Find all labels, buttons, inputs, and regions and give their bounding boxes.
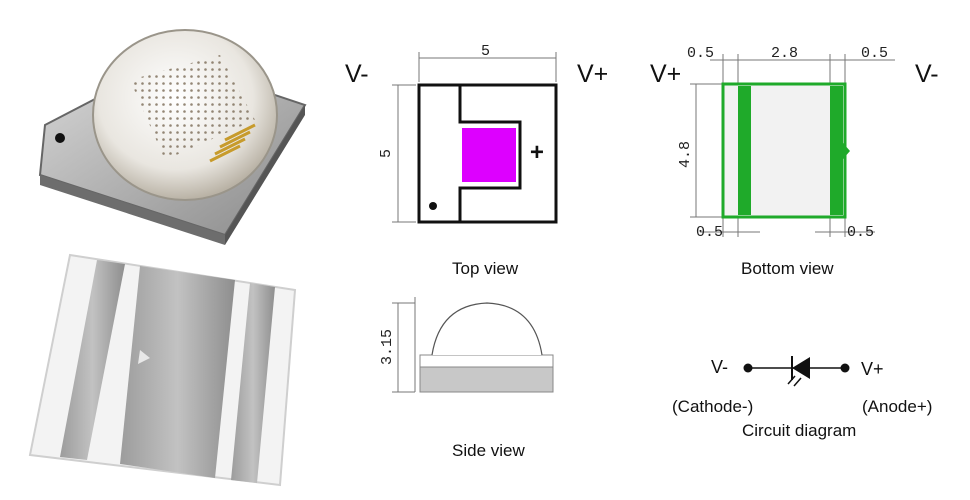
top-view-left-polarity: V- bbox=[345, 60, 369, 88]
top-view-plus-mark: + bbox=[530, 141, 544, 168]
circuit-anode-label: (Anode+) bbox=[862, 397, 933, 416]
bottom-view-drawing: 0.5 2.8 0.5 4.8 0.5 0.5 bbox=[677, 45, 895, 241]
bottom-view-right-polarity: V- bbox=[915, 60, 939, 88]
side-view-height-dim: 3.15 bbox=[379, 329, 396, 365]
circuit-right-terminal: V+ bbox=[861, 359, 884, 379]
top-view-drawing: 5 5 + bbox=[378, 43, 558, 224]
circuit-left-terminal: V- bbox=[711, 357, 729, 377]
led-top-photo bbox=[20, 10, 320, 245]
circuit-cathode-label: (Cathode-) bbox=[672, 397, 754, 416]
bottom-view-top-dim-right: 0.5 bbox=[861, 45, 888, 62]
bottom-view-bottom-dim-right: 0.5 bbox=[847, 224, 874, 241]
bottom-view-height-dim: 4.8 bbox=[677, 141, 694, 168]
bottom-view-left-polarity: V+ bbox=[650, 60, 682, 88]
bottom-view-bottom-dim-left: 0.5 bbox=[696, 224, 723, 241]
bottom-view-top-dim-left: 0.5 bbox=[687, 45, 714, 62]
bottom-view-top-dim-mid: 2.8 bbox=[771, 45, 798, 62]
bottom-view-caption: Bottom view bbox=[741, 259, 834, 278]
top-view-height-dim: 5 bbox=[378, 149, 395, 158]
circuit-caption: Circuit diagram bbox=[742, 421, 857, 440]
diode-symbol bbox=[743, 356, 850, 387]
top-view-right-polarity: V+ bbox=[577, 60, 609, 88]
side-view-drawing: 3.15 bbox=[379, 297, 554, 393]
top-view-caption: Top view bbox=[452, 259, 519, 278]
side-view-caption: Side view bbox=[452, 441, 525, 460]
led-bottom-photo bbox=[25, 250, 300, 490]
top-view-width-dim: 5 bbox=[481, 43, 490, 60]
